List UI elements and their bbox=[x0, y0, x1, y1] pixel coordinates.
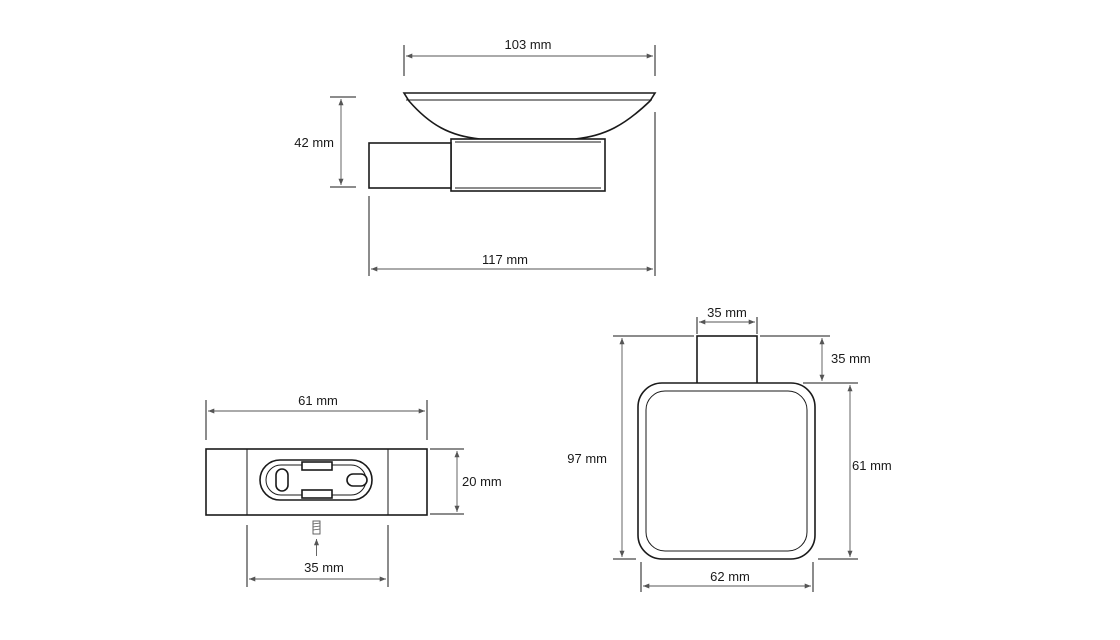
dim-label-width: 61 mm bbox=[298, 393, 338, 408]
screw-hole-left bbox=[275, 468, 289, 492]
dim-label-arm-height: 35 mm bbox=[831, 351, 871, 366]
slot-tab-bottom bbox=[301, 489, 333, 499]
dish-inner-outline bbox=[645, 390, 808, 552]
dim-label-arm-width: 35 mm bbox=[707, 305, 747, 320]
dim-label-width-top: 103 mm bbox=[505, 37, 552, 52]
dish-outer-outline bbox=[637, 382, 816, 560]
set-screw-icon bbox=[312, 520, 321, 535]
dim-label-dish-height: 61 mm bbox=[852, 458, 892, 473]
dish-holder-ring bbox=[450, 138, 606, 192]
mounting-slot bbox=[259, 459, 373, 501]
dim-label-screw-spacing: 35 mm bbox=[304, 560, 344, 575]
screw-hole-right bbox=[346, 473, 368, 487]
dim-label-width-total: 117 mm bbox=[482, 252, 528, 267]
dim-label-dish-width: 62 mm bbox=[710, 569, 750, 584]
slot-tab-top bbox=[301, 461, 333, 471]
wall-arm bbox=[368, 142, 452, 189]
front-view: 35 mm 35 mm 97 mm 61 mm 62 mm bbox=[567, 305, 892, 592]
dim-label-total-height: 97 mm bbox=[567, 451, 607, 466]
wall-arm bbox=[696, 335, 758, 385]
dim-label-height: 42 mm bbox=[294, 135, 334, 150]
dim-label-height: 20 mm bbox=[462, 474, 502, 489]
bottom-view: 61 mm 20 mm 35 mm bbox=[205, 393, 502, 587]
side-view: 103 mm 42 mm 117 mm bbox=[294, 37, 657, 276]
